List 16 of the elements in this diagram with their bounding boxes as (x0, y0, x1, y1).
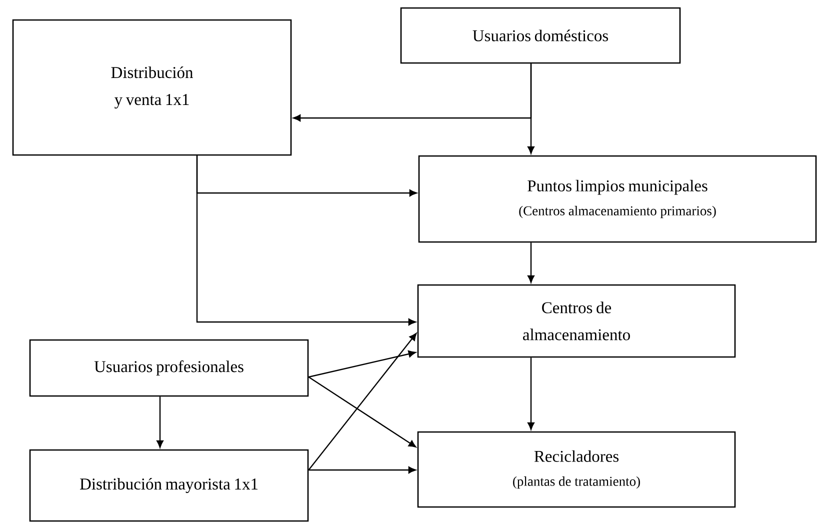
arrow (308, 376, 416, 448)
arrow (196, 156, 416, 326)
process-box: Usuarios domésticos (400, 7, 681, 64)
arrow (156, 396, 164, 448)
arrow (528, 242, 534, 283)
process-box: Puntos limpios municipales (Centros almacenamiento primarios) (418, 155, 817, 243)
arrow (308, 333, 417, 470)
process-box: Distribución mayorista 1x1 (29, 449, 309, 522)
arrow (308, 350, 416, 378)
arrow (528, 358, 534, 430)
process-box: Distribución y venta 1x1 (12, 19, 292, 156)
arrow (528, 64, 534, 154)
arrow (308, 466, 416, 474)
process-box: Usuarios profesionales (29, 339, 309, 397)
process-box: Centros de almacenamiento (417, 284, 736, 358)
process-box: Recicladores (plantas de tratamiento) (417, 431, 736, 508)
